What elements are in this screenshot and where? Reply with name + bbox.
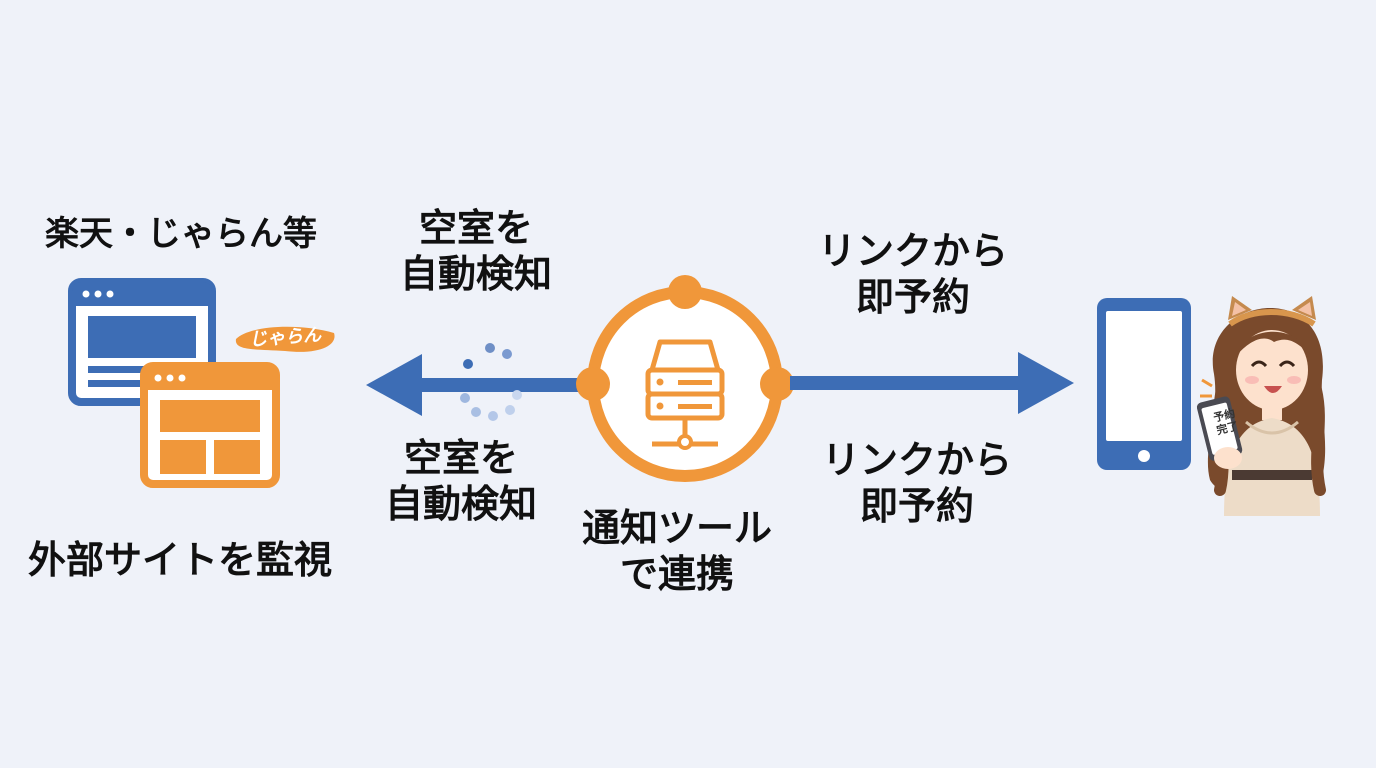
right-arrow-bottom-label: リンクから 即予約 <box>822 438 1013 528</box>
smartphone-icon <box>1097 298 1191 470</box>
server-icon <box>645 339 725 447</box>
jalan-logo: じゃらん <box>230 317 340 357</box>
left-caption: 外部サイトを監視 <box>28 538 333 582</box>
blue-browser-window <box>68 278 216 406</box>
center-caption: 通知ツール で連携 <box>582 506 773 596</box>
left-arrow-bottom-label: 空室を 自動検知 <box>385 436 538 526</box>
right-arrow-top-label: リンクから 即予約 <box>818 229 1009 319</box>
left-title: 楽天・じゃらん等 <box>45 214 317 254</box>
right-arrow <box>790 352 1074 414</box>
website-windows-icon <box>68 278 280 488</box>
left-arrow <box>366 354 600 416</box>
left-arrow-top-label: 空室を 自動検知 <box>400 206 553 296</box>
girl-holding-phone-illustration <box>1196 296 1326 516</box>
notification-hub-icon <box>576 275 794 482</box>
loading-spinner-icon <box>460 343 522 421</box>
orange-browser-window <box>140 362 280 488</box>
